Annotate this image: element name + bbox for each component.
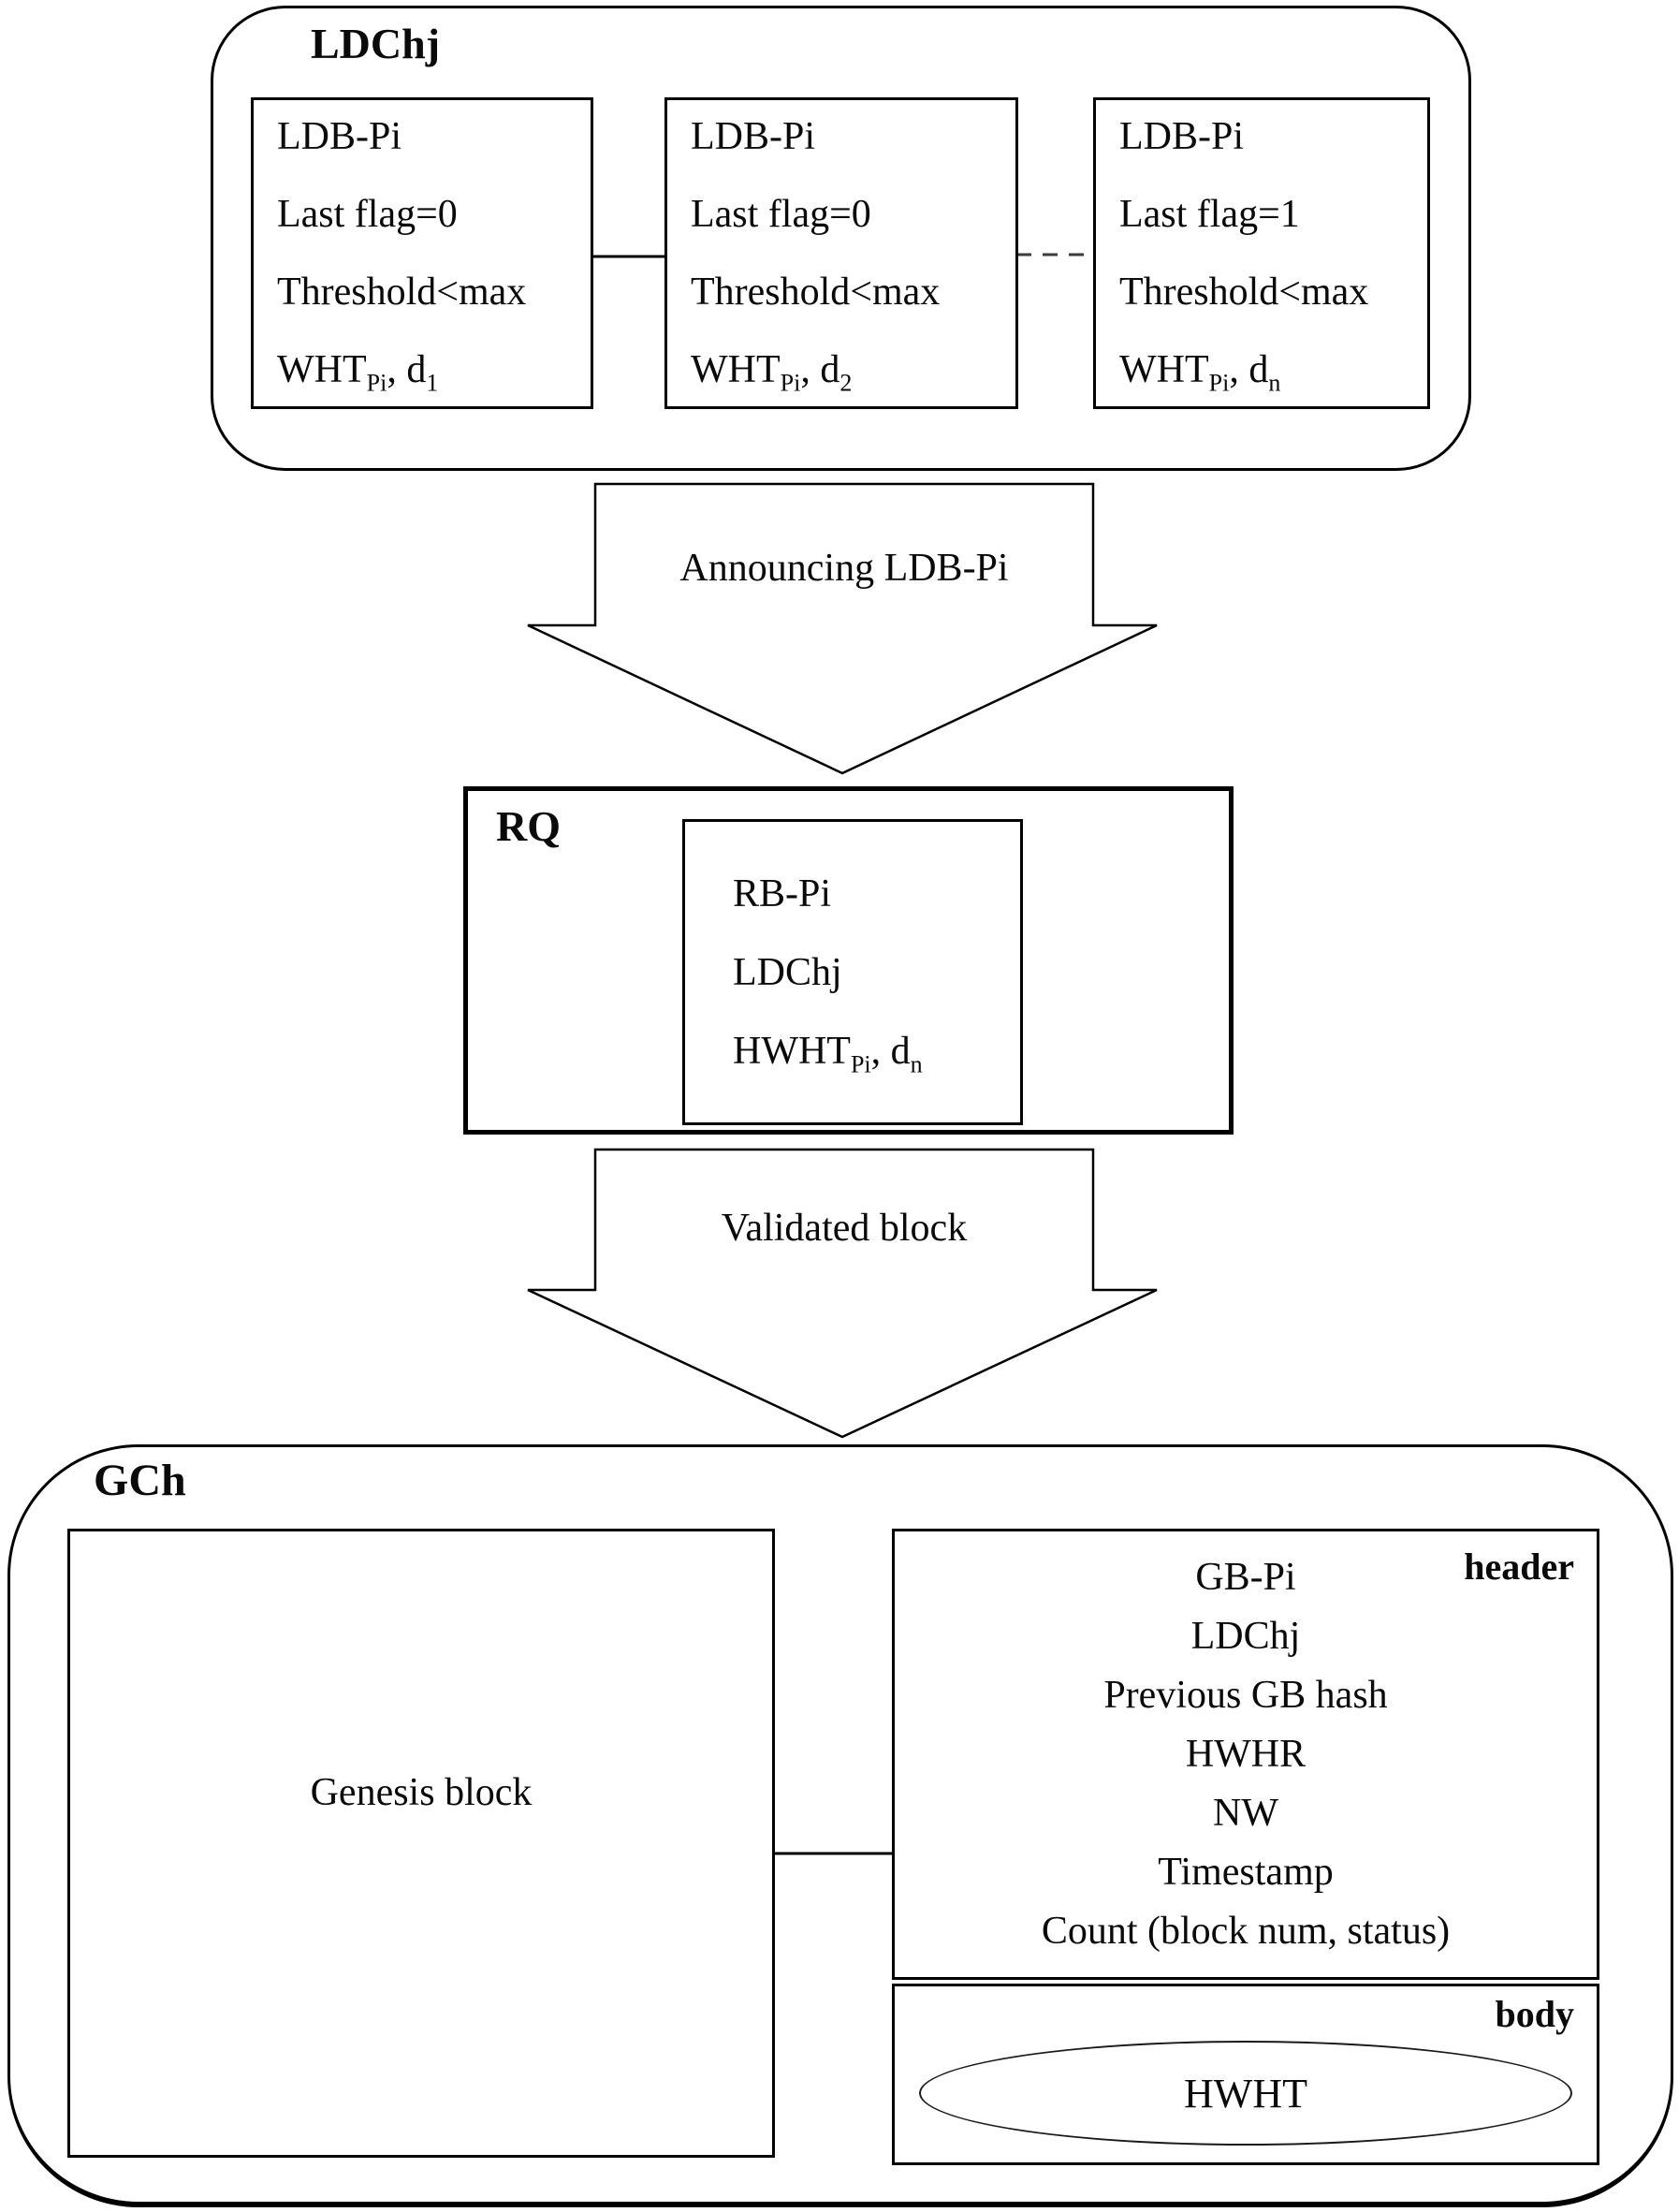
down-arrow-validated-shape <box>527 1148 1158 1439</box>
wht-d-text: , d <box>1229 347 1269 391</box>
body-corner-label: body <box>1495 1993 1575 2035</box>
wht-subscript: Pi <box>1208 368 1230 396</box>
ldb-block-name: LDB-Pi <box>691 114 816 158</box>
header-line: Timestamp <box>1158 1850 1334 1894</box>
rb-block-hwht: HWHTPi, dn <box>685 1012 1020 1091</box>
down-arrow-announcing-shape <box>527 482 1158 775</box>
wht-text: WHT <box>277 347 367 391</box>
announcing-arrow-label: Announcing LDB-Pi <box>679 547 1009 590</box>
rb-block-ldchj: LDChj <box>733 950 842 994</box>
header-line: LDChj <box>1190 1614 1301 1658</box>
ldb-block-name: LDB-Pi <box>277 114 402 158</box>
wht-d-text: , d <box>387 347 427 391</box>
ldb-block-flag: Last flag=0 <box>691 192 871 236</box>
hwht-text: HWHT <box>733 1029 851 1073</box>
rb-block: RB-Pi LDChj HWHTPi, dn <box>682 819 1023 1125</box>
header-line: HWHR <box>1185 1732 1307 1776</box>
header-corner-label: header <box>1464 1545 1574 1588</box>
ldb-block-threshold: Threshold<max <box>1119 270 1369 314</box>
wht-d-subscript: 2 <box>840 368 853 396</box>
rq-box-label: RQ <box>496 802 561 850</box>
header-line: NW <box>1213 1791 1278 1835</box>
ldchj-container-label: LDChj <box>311 20 441 67</box>
ldb-block-1: LDB-Pi Last flag=0 Threshold<max WHTPi, … <box>251 97 593 409</box>
ldb-block-flag: Last flag=1 <box>1119 192 1300 236</box>
ldb-block-wht: WHTPi, dn <box>1096 331 1427 409</box>
hwht-subscript: Pi <box>850 1049 871 1077</box>
hwht-d-subscript: n <box>910 1049 923 1077</box>
wht-subscript: Pi <box>780 368 801 396</box>
header-line: GB-Pi <box>1195 1555 1296 1599</box>
validated-arrow-label: Validated block <box>721 1207 968 1250</box>
genesis-block-label: Genesis block <box>310 1771 533 1814</box>
ldb-block-flag: Last flag=0 <box>277 192 458 236</box>
ldb-block-2: LDB-Pi Last flag=0 Threshold<max WHTPi, … <box>664 97 1018 409</box>
wht-text: WHT <box>1119 347 1209 391</box>
ldchj-container <box>211 6 1471 471</box>
rb-block-name: RB-Pi <box>733 872 832 916</box>
header-line: Count (block num, status) <box>1041 1909 1451 1953</box>
gch-container-label: GCh <box>94 1456 186 1505</box>
ldb-block-threshold: Threshold<max <box>277 270 527 314</box>
ldb-block-3: LDB-Pi Last flag=1 Threshold<max WHTPi, … <box>1093 97 1430 409</box>
genesis-block-box <box>67 1529 775 2158</box>
header-line: Previous GB hash <box>1103 1673 1388 1717</box>
hwht-ellipse-label: HWHT <box>1184 2070 1307 2117</box>
gch-container <box>7 1444 1673 2207</box>
gb-header-box: header GB-Pi LDChj Previous GB hash HWHR… <box>892 1529 1599 1980</box>
ldb-block-wht: WHTPi, d2 <box>667 331 1015 409</box>
wht-text: WHT <box>691 347 781 391</box>
ldb-block-name: LDB-Pi <box>1119 114 1245 158</box>
ldb-block-wht: WHTPi, d1 <box>254 331 591 409</box>
ldb-block-threshold: Threshold<max <box>691 270 941 314</box>
wht-subscript: Pi <box>366 368 387 396</box>
hwht-ellipse: HWHT <box>919 2041 1572 2146</box>
wht-d-subscript: 1 <box>426 368 439 396</box>
wht-d-subscript: n <box>1268 368 1281 396</box>
wht-d-text: , d <box>800 347 840 391</box>
hwht-d-text: , d <box>870 1029 911 1073</box>
